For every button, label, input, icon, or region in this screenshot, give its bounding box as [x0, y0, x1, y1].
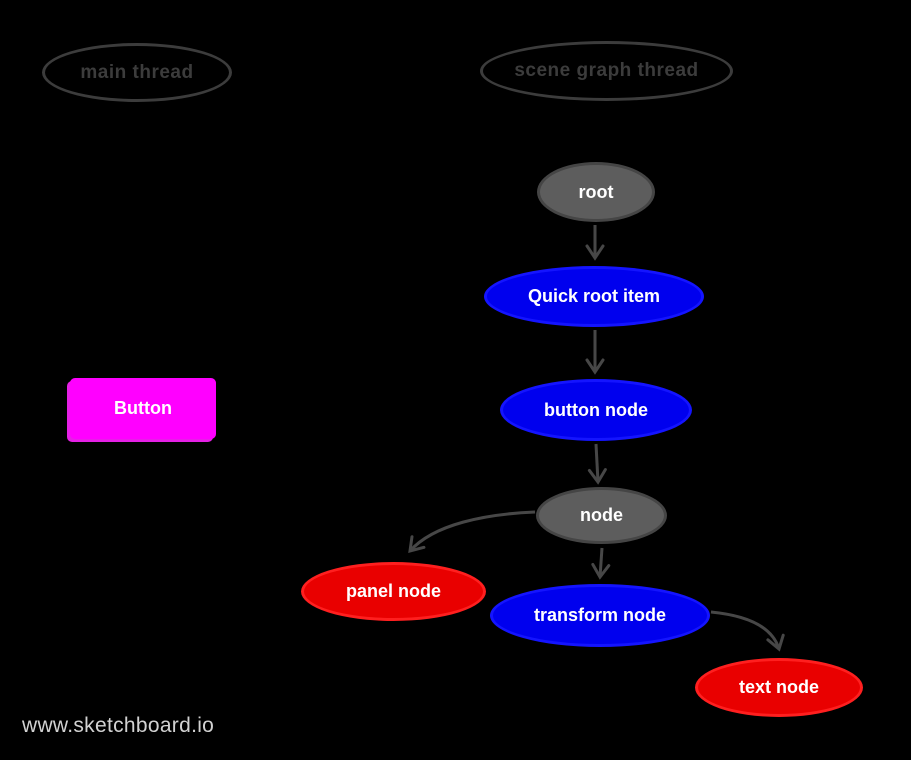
lane-ellipse-scene-graph-thread[interactable]: scene graph thread: [480, 41, 733, 101]
node-text-node[interactable]: text node: [695, 658, 863, 717]
watermark: www.sketchboard.io: [22, 714, 215, 737]
lane-label-scene-graph-thread: scene graph thread: [514, 60, 699, 81]
button-shape[interactable]: Button: [70, 378, 216, 439]
node-panel-node-label: panel node: [345, 581, 441, 601]
node-button-node-label: button node: [544, 399, 648, 420]
node-node-label: node: [580, 505, 623, 525]
node-transform-node-label: transform node: [533, 605, 666, 625]
edge-button-node-to-node[interactable]: [587, 443, 607, 485]
edge-node-to-transform-node[interactable]: [591, 547, 611, 580]
lane-label-main-thread: main thread: [80, 61, 194, 83]
lane-ellipse-main-thread[interactable]: main thread: [42, 43, 232, 102]
node-text-node-label: text node: [738, 677, 819, 697]
edge-node-to-panel-node[interactable]: [408, 510, 536, 554]
node-root[interactable]: root: [537, 162, 655, 222]
node-transform-node[interactable]: transform node: [490, 584, 710, 647]
node-panel-node[interactable]: panel node: [301, 562, 486, 621]
node-quick-root-item-label: Quick root item: [527, 286, 661, 306]
node-root-label: root: [578, 181, 614, 202]
button-shape-label: Button: [114, 398, 172, 418]
edge-transform-node-to-text-node[interactable]: [710, 610, 785, 652]
node-button-node[interactable]: button node: [500, 379, 692, 441]
node-node[interactable]: node: [536, 487, 667, 544]
node-quick-root-item[interactable]: Quick root item: [484, 266, 704, 327]
